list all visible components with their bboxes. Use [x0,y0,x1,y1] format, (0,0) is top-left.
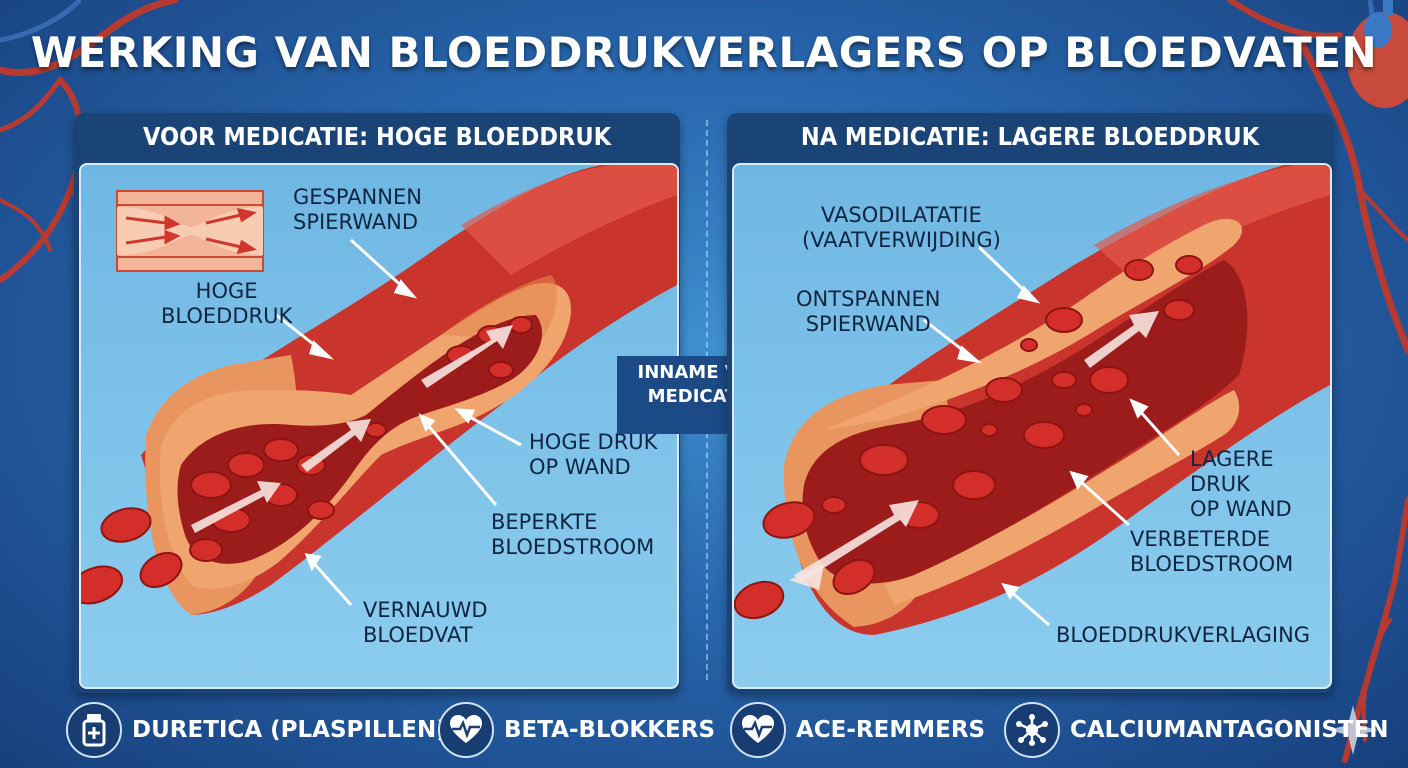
pill-bottle-icon [66,702,122,758]
label-narrowed-vessel: VERNAUWD BLOEDVAT [363,598,488,647]
legend-label-calcium-antagonists: CALCIUMANTAGONISTEN [1070,717,1389,743]
panel-after-body: VASODILATATIE (VAATVERWIJDING) ONTSPANNE… [732,163,1332,689]
high-pressure-inset-icon [116,190,264,272]
panel-before-body: GESPANNEN SPIERWAND HOGE BLOEDDRUK HOGE … [79,163,679,689]
legend-label-ace-inhibitors: ACE-REMMERS [796,717,986,743]
label-improved-blood-flow: VERBETERDE BLOEDSTROOM [1130,527,1294,576]
legend-label-diuretics: DURETICA (PLASPILLEN) [132,717,447,743]
dilated-vessel-illustration [734,165,1330,635]
panel-before-medication: VOOR MEDICATIE: HOGE BLOEDDRUK [74,113,680,693]
panel-after-medication: NA MEDICATIE: LAGERE BLOEDDRUK [727,113,1333,693]
heart-pulse-icon [730,702,786,758]
panel-before-header: VOOR MEDICATIE: HOGE BLOEDDRUK [142,122,612,151]
label-high-blood-pressure: HOGE BLOEDDRUK [161,279,293,328]
legend-beta-blockers: BETA-BLOKKERS [438,702,716,758]
label-vasodilation: VASODILATATIE (VAATVERWIJDING) [802,203,1001,252]
main-title: WERKING VAN BLOEDDRUKVERLAGERS OP BLOEDV… [30,28,1378,77]
label-restricted-blood-flow: BEPERKTE BLOEDSTROOM [491,510,655,559]
label-relaxed-muscle-wall: ONTSPANNEN SPIERWAND [796,287,941,336]
legend-calcium-antagonists: CALCIUMANTAGONISTEN [1004,702,1389,758]
panel-after-header: NA MEDICATIE: LAGERE BLOEDDRUK [800,122,1260,151]
label-blood-pressure-reduction: BLOEDDRUKVERLAGING [1056,623,1311,647]
legend-label-beta-blockers: BETA-BLOKKERS [504,717,716,743]
legend-diuretics: DURETICA (PLASPILLEN) [66,702,447,758]
heart-pulse-icon [438,702,494,758]
narrowed-vessel-illustration [81,165,677,615]
label-tense-muscle-wall: GESPANNEN SPIERWAND [293,185,422,234]
molecule-icon [1004,702,1060,758]
legend-ace-inhibitors: ACE-REMMERS [730,702,986,758]
label-lower-wall-pressure: LAGERE DRUK OP WAND [1190,447,1292,521]
